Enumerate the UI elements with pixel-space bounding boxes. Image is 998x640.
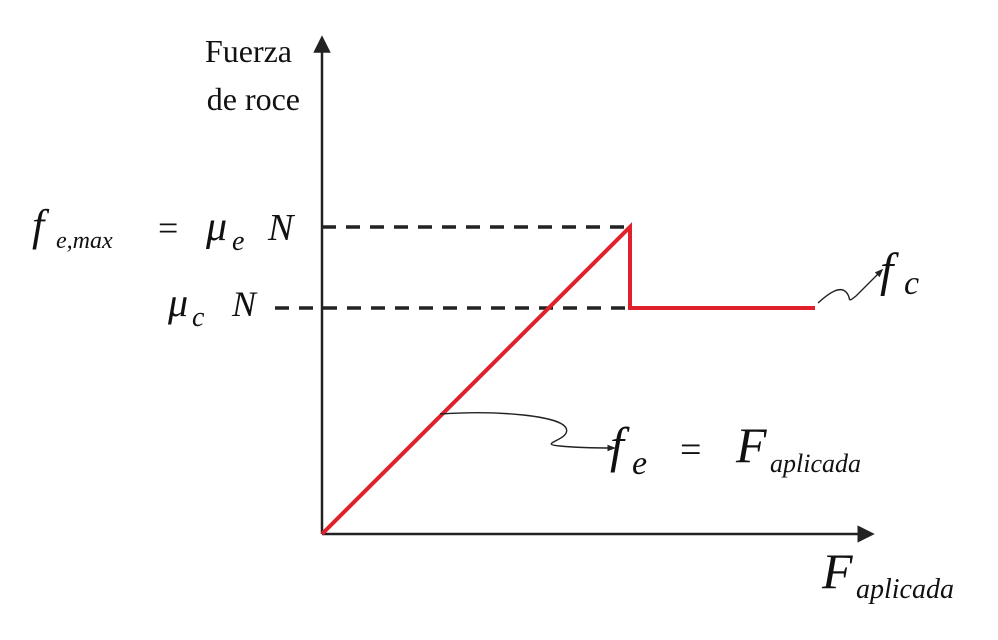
static-annotation-label: f e = F aplicada [610,417,861,482]
static-annotation-arrow [439,412,616,452]
static-max-label: f e,max = μ e N [32,201,296,257]
y-axis-label: Fuerza de roce [205,33,300,117]
kinetic-level-label: μ c N [167,280,258,333]
x-axis-label: F aplicada [821,543,954,605]
friction-curve [320,222,815,536]
kinetic-annotation-label: f c [880,244,919,302]
kinetic-annotation-arrow [817,268,884,304]
